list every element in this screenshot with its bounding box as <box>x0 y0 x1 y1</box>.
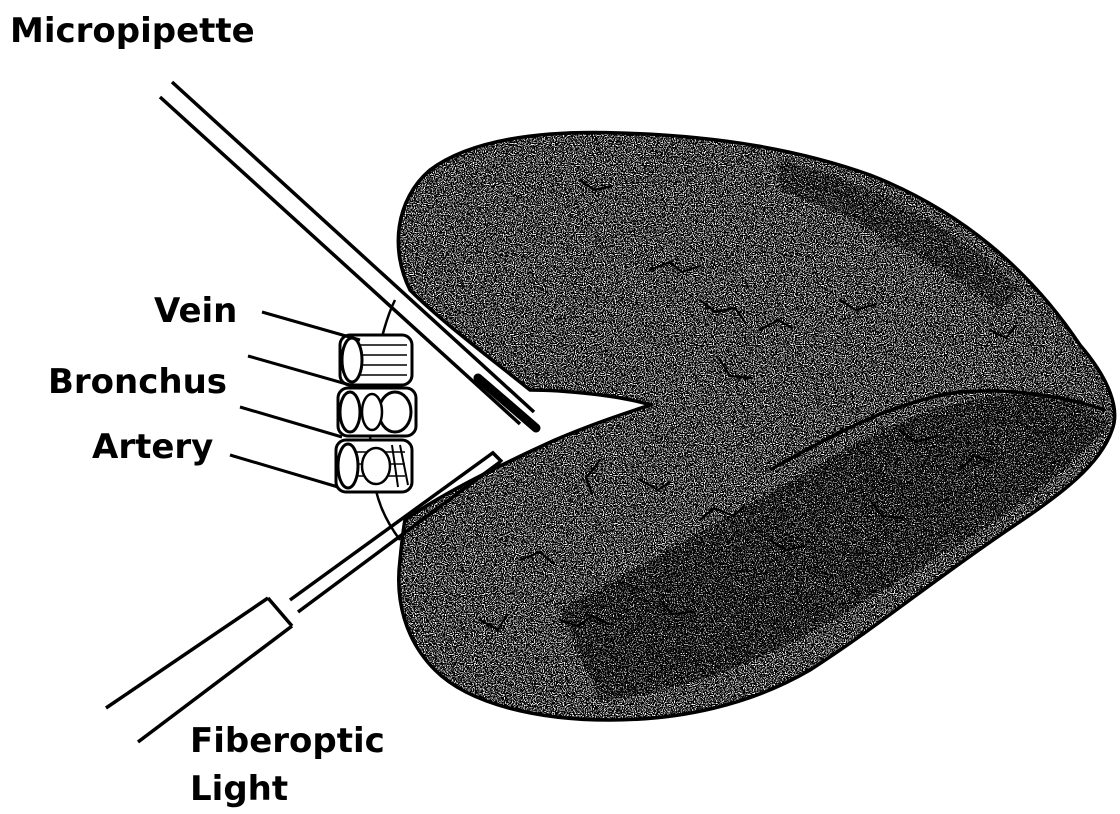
artery-leader-lower <box>230 455 338 487</box>
bronchus-vessel <box>338 388 416 436</box>
bronchus-leader <box>248 356 350 385</box>
micropipette-label: Micropipette <box>10 11 255 51</box>
hilar-vessels <box>336 335 416 492</box>
vein-leader <box>262 312 360 340</box>
artery-leader-upper <box>240 407 342 437</box>
bronchus-label: Bronchus <box>48 362 227 402</box>
artery-label: Artery <box>92 427 213 467</box>
fiberoptic-label-line1: Fiberoptic <box>190 721 385 761</box>
fiberoptic-label-line2: Light <box>190 769 288 809</box>
vein-vessel <box>340 335 412 385</box>
lung-stippling <box>380 120 1120 740</box>
lung-lobe <box>380 120 1120 740</box>
vein-label: Vein <box>154 291 237 331</box>
artery-vessel <box>336 440 412 492</box>
